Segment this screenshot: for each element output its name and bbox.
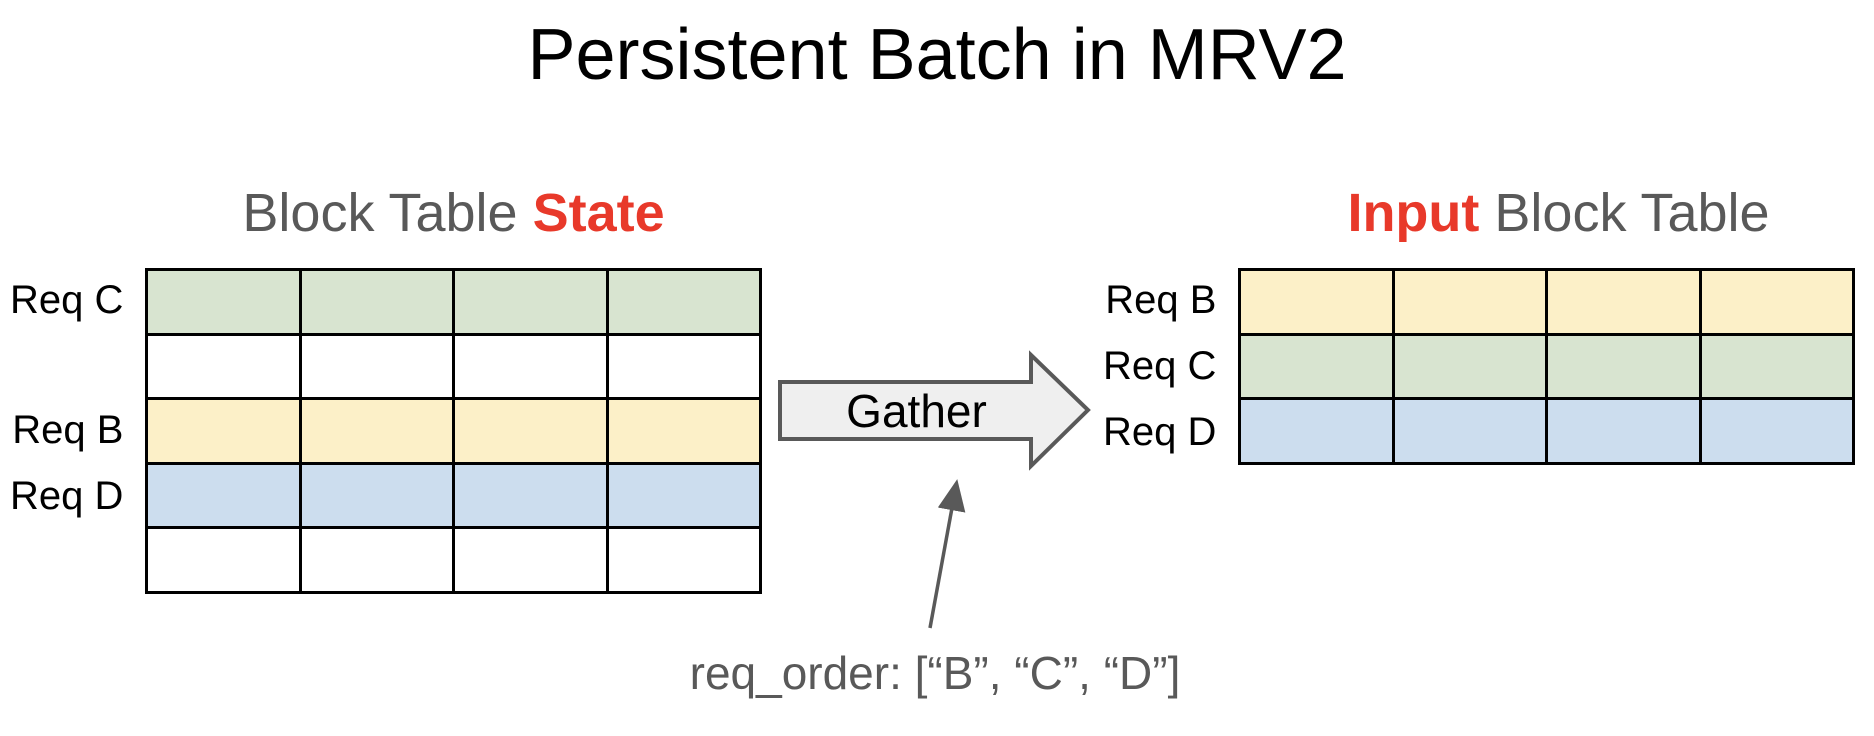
block-cell: [301, 529, 452, 591]
heading-highlight-state: State: [532, 183, 665, 243]
state-table-heading: Block Table State: [145, 182, 762, 244]
block-cell: [1548, 335, 1699, 398]
block-cell: [301, 464, 452, 527]
block-cell: [301, 271, 452, 333]
block-cell: [1548, 400, 1699, 462]
input-table-row-labels: Req B Req C Req D: [1103, 268, 1238, 465]
heading-text: Block Table: [1479, 183, 1770, 243]
block-cell: [1241, 335, 1392, 398]
input-table-grid: [1238, 268, 1855, 465]
row-label: Req B: [12, 408, 124, 453]
block-cell: [455, 400, 606, 462]
block-cell: [148, 271, 299, 333]
block-cell: [148, 400, 299, 462]
block-cell: [1701, 400, 1852, 462]
block-cell: [301, 335, 452, 398]
block-cell: [608, 529, 759, 591]
block-cell: [1394, 271, 1545, 333]
row-label: Req D: [1103, 409, 1217, 454]
input-table-heading: Input Block Table: [1250, 182, 1867, 244]
heading-text: Block Table: [242, 183, 533, 243]
row-label: Req C: [10, 278, 124, 323]
block-cell: [1548, 271, 1699, 333]
block-cell: [1241, 400, 1392, 462]
row-label: Req B: [1105, 278, 1217, 323]
block-cell: [1701, 335, 1852, 398]
state-table-row-labels: Req C Req B Req D: [10, 268, 145, 594]
state-table-grid: [145, 268, 762, 594]
block-cell: [608, 464, 759, 527]
block-cell: [148, 529, 299, 591]
row-label: Req C: [1103, 343, 1217, 388]
gather-arrow-label: Gather: [846, 384, 987, 437]
block-cell: [608, 400, 759, 462]
block-cell: [455, 335, 606, 398]
page-title: Persistent Batch in MRV2: [527, 15, 1347, 95]
input-block-table: Req B Req C Req D: [1103, 268, 1855, 465]
block-cell: [455, 271, 606, 333]
block-cell: [301, 400, 452, 462]
block-cell: [455, 529, 606, 591]
block-cell: [608, 335, 759, 398]
pointer-arrow: [928, 479, 966, 629]
req-order-annotation: req_order: [“B”, “C”, “D”]: [689, 647, 1181, 699]
block-cell: [148, 335, 299, 398]
row-label: [10, 333, 123, 398]
heading-highlight-input: Input: [1347, 183, 1480, 243]
block-cell: [148, 464, 299, 527]
block-cell: [608, 271, 759, 333]
block-cell: [1394, 400, 1545, 462]
state-block-table: Req C Req B Req D: [10, 268, 762, 594]
block-cell: [1701, 271, 1852, 333]
block-cell: [1394, 335, 1545, 398]
row-label: Req D: [10, 473, 124, 518]
row-label: [10, 529, 123, 594]
block-cell: [1241, 271, 1392, 333]
block-cell: [455, 464, 606, 527]
